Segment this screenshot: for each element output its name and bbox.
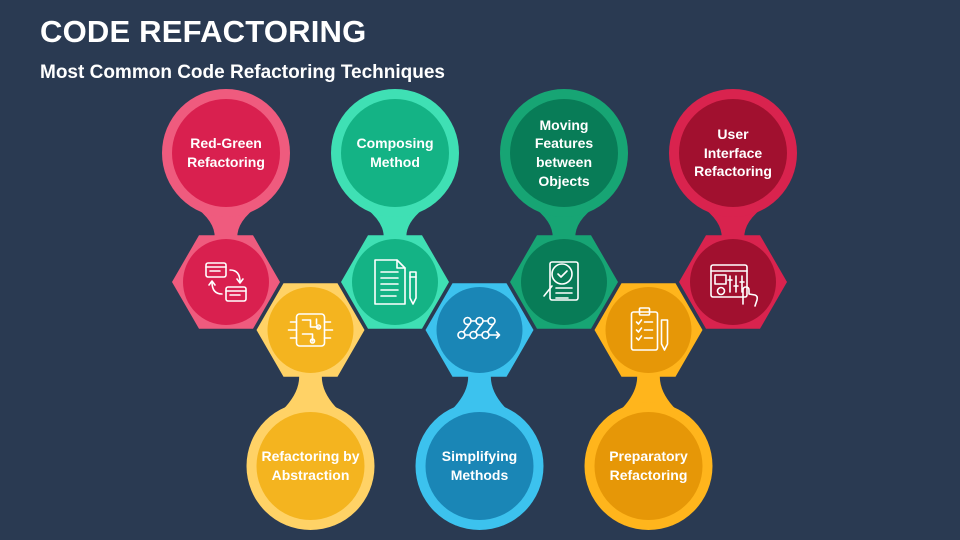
clipboard-pen-icon xyxy=(630,307,669,351)
technique-label: Red-Green Refactoring xyxy=(172,98,280,208)
technique-label-text: Preparatory Refactoring xyxy=(609,448,688,483)
icon-circle xyxy=(352,239,438,325)
circuit-board-icon xyxy=(287,313,334,347)
label-circle xyxy=(172,99,280,207)
technique-label-text: User Interface Refactoring xyxy=(694,126,772,180)
document-pencil-icon xyxy=(374,259,417,305)
code-windows-cycle-icon xyxy=(205,262,247,302)
connector-neck xyxy=(198,209,254,242)
icon-circle xyxy=(690,239,776,325)
page-title: CODE REFACTORING xyxy=(40,14,367,49)
technique-1 xyxy=(162,89,290,329)
connector-neck xyxy=(367,209,423,242)
technique-label-text: Red-Green Refactoring xyxy=(187,135,265,170)
icon-circle xyxy=(267,287,354,373)
label-circle xyxy=(425,412,534,520)
technique-label-text: Composing Method xyxy=(356,135,434,170)
connector-neck xyxy=(536,209,592,242)
ui-dashboard-touch-icon xyxy=(710,264,759,307)
checklist-magnifier-icon xyxy=(543,261,579,301)
icon-circle xyxy=(183,239,269,325)
technique-2 xyxy=(246,283,375,530)
connector-neck xyxy=(620,370,677,410)
page-subtitle: Most Common Code Refactoring Techniques xyxy=(40,62,446,83)
connector-neck xyxy=(451,370,508,410)
connector-neck xyxy=(705,209,761,242)
technique-label: Moving Features between Objects xyxy=(510,98,618,208)
technique-label: User Interface Refactoring xyxy=(679,98,787,208)
technique-label-text: Simplifying Methods xyxy=(441,448,518,483)
icon-circle xyxy=(436,287,523,373)
technique-label: Composing Method xyxy=(341,98,449,208)
technique-label: Refactoring by Abstraction xyxy=(257,411,365,521)
technique-5 xyxy=(500,89,628,329)
label-circle xyxy=(594,412,703,520)
technique-label: Preparatory Refactoring xyxy=(595,411,703,521)
technique-3 xyxy=(331,89,459,329)
flow-network-icon xyxy=(457,316,501,340)
label-circle xyxy=(341,99,449,207)
technique-label: Simplifying Methods xyxy=(426,411,534,521)
technique-label-text: Refactoring by Abstraction xyxy=(261,448,360,483)
technique-4 xyxy=(415,283,544,530)
technique-label-text: Moving Features between Objects xyxy=(534,116,594,189)
icon-circle xyxy=(521,239,607,325)
label-circle xyxy=(679,99,787,207)
technique-7 xyxy=(669,89,797,329)
connector-neck xyxy=(282,370,339,410)
label-circle xyxy=(510,99,618,207)
label-circle xyxy=(256,412,365,520)
technique-6 xyxy=(584,283,713,530)
